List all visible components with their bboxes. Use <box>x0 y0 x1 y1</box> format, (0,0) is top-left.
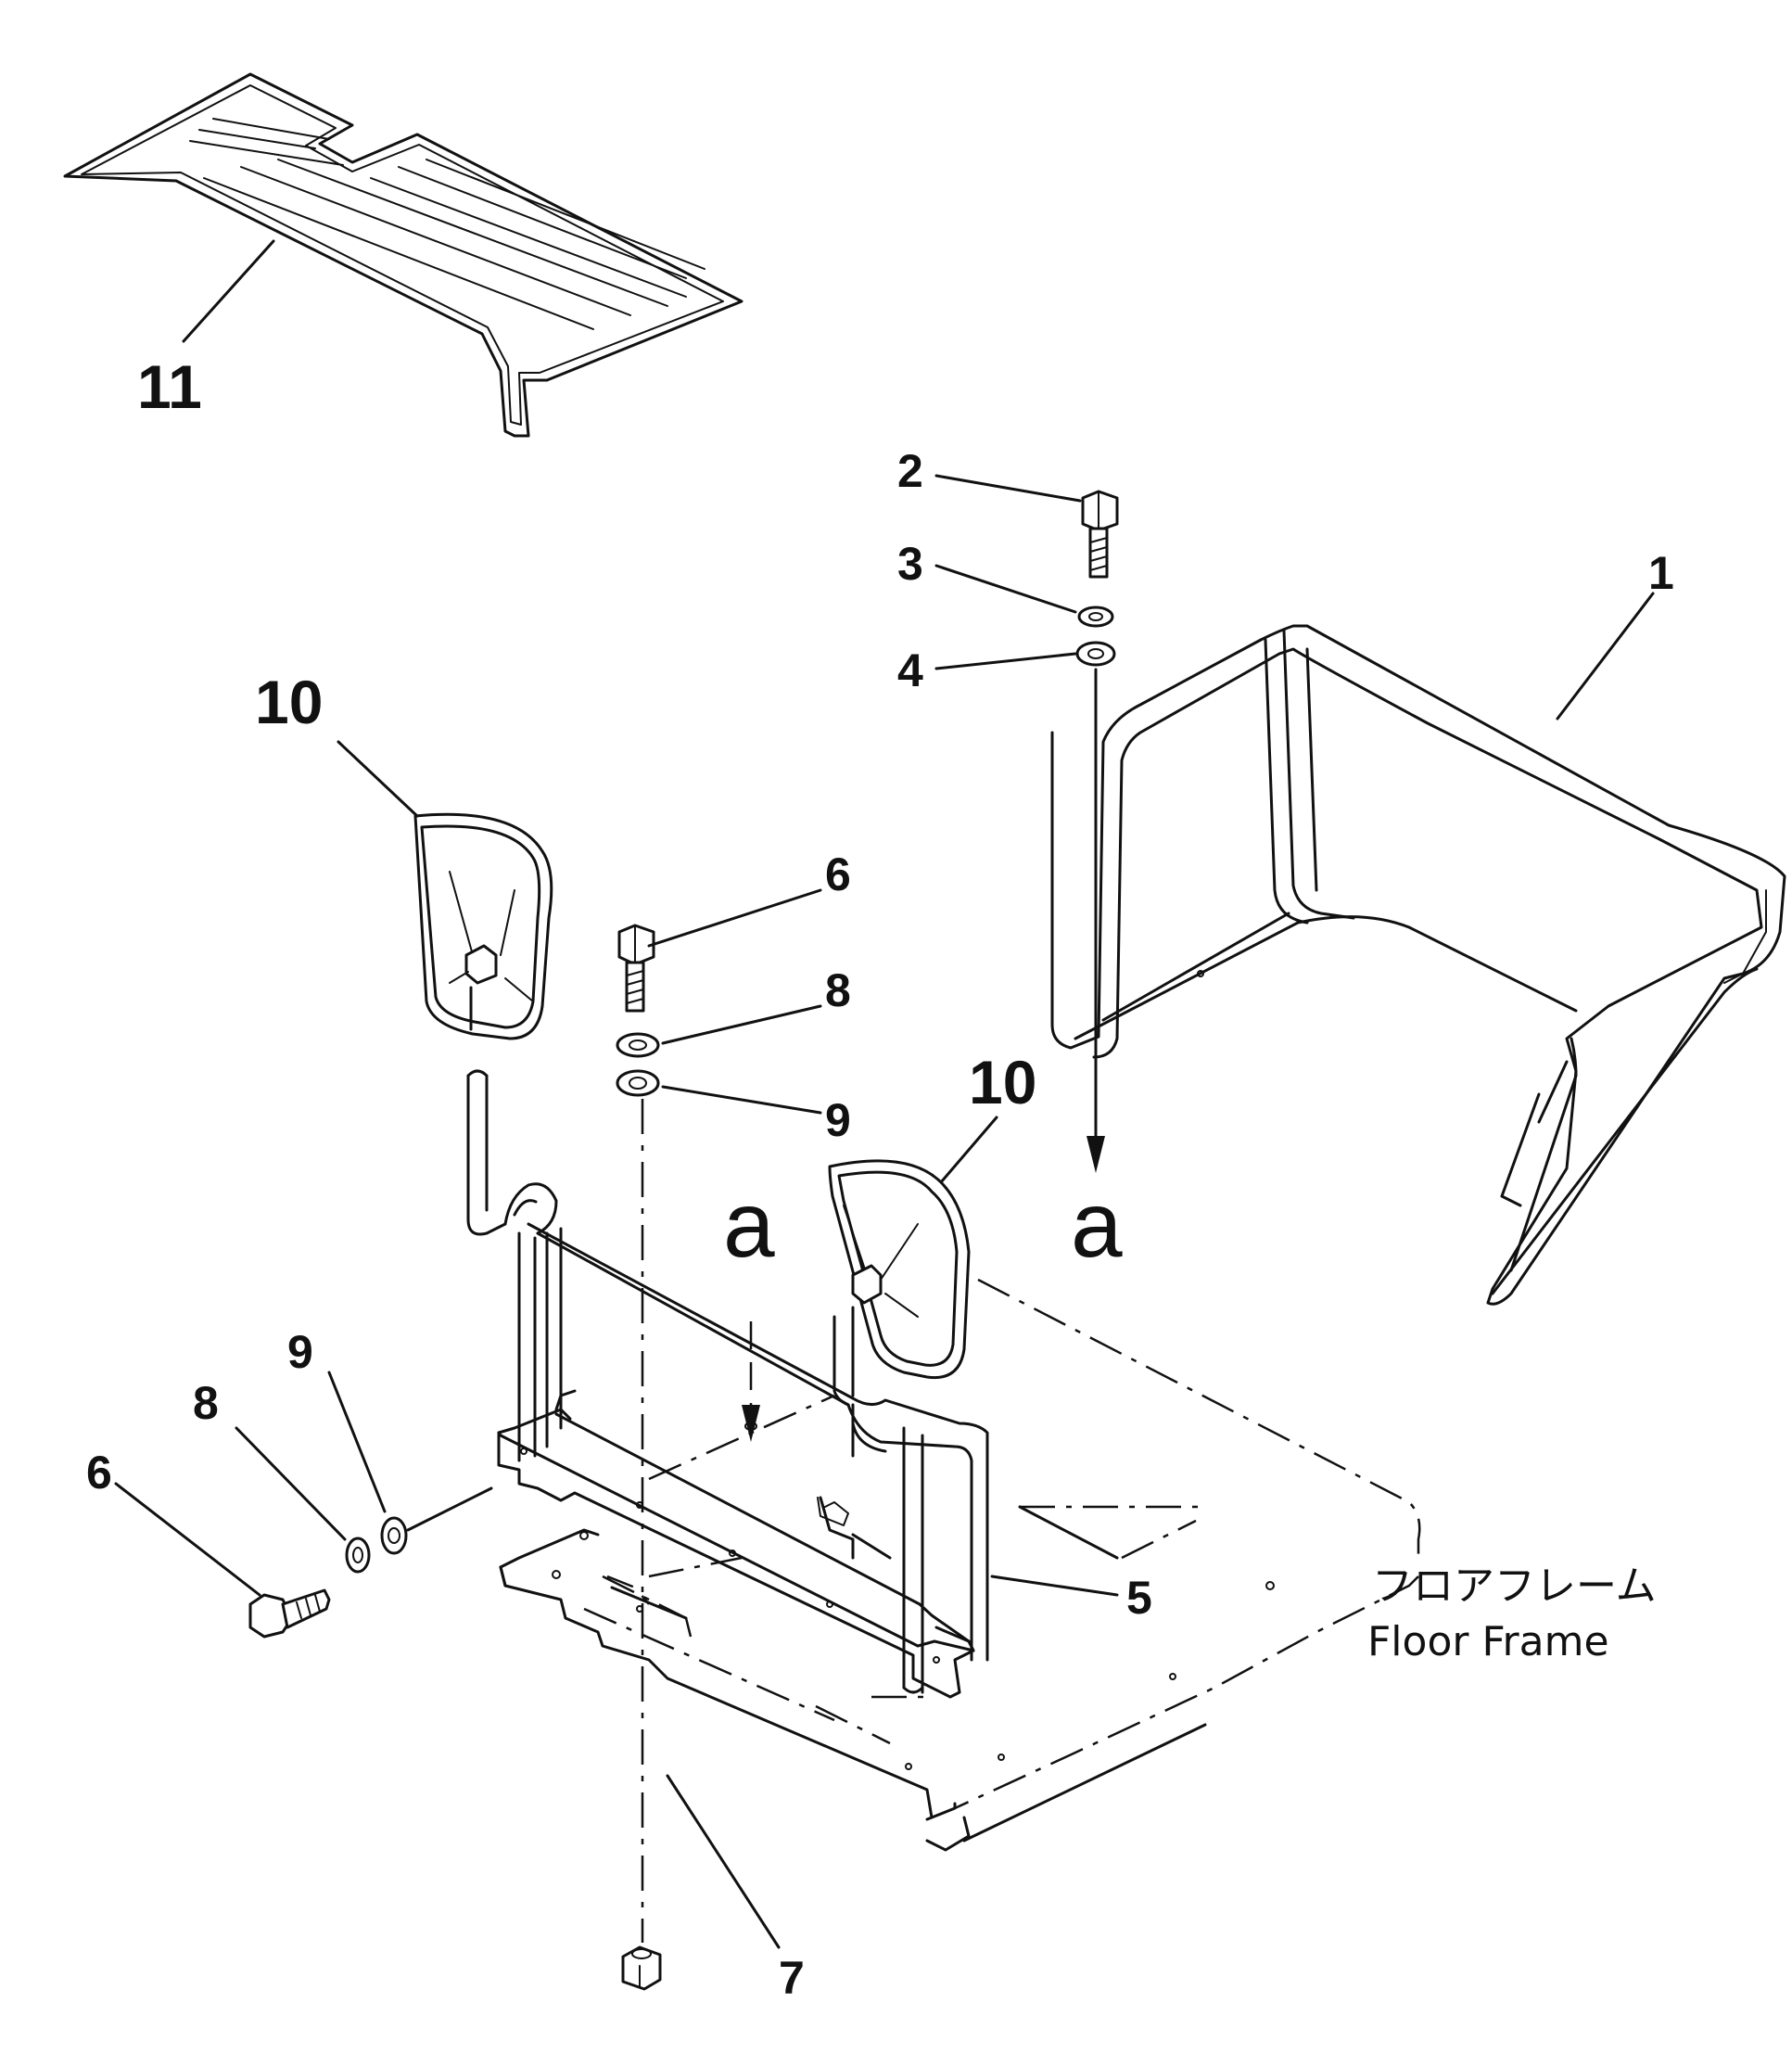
label-8-side: 8 <box>193 1377 219 1429</box>
ref-a-left: a <box>723 1173 775 1277</box>
bolt-center <box>617 924 655 1013</box>
bolt-side <box>248 1588 331 1639</box>
cover-part <box>1050 624 1786 1306</box>
label-6-center: 6 <box>825 848 851 900</box>
floor-mat <box>63 72 743 438</box>
base-plate <box>499 1528 934 1819</box>
label-3: 3 <box>897 538 923 590</box>
label-11: 11 <box>137 352 202 421</box>
bolt-upper <box>1081 490 1119 579</box>
label-8-center: 8 <box>825 964 851 1016</box>
nut <box>621 1945 662 1991</box>
floor-frame-label-jp: フロアフレーム <box>1372 1562 1657 1610</box>
bracket-frame <box>497 1389 975 1699</box>
label-9-side: 9 <box>287 1326 313 1378</box>
washer-upper-2 <box>1075 641 1116 667</box>
mirror-stay <box>466 1069 989 1694</box>
washer-side-2 <box>380 1516 408 1555</box>
mirror-right <box>828 1159 971 1380</box>
label-7: 7 <box>779 1952 805 2004</box>
washer-center-1 <box>616 1032 660 1058</box>
label-5: 5 <box>1126 1572 1152 1624</box>
label-4: 4 <box>897 644 923 696</box>
leader-lines <box>114 239 1655 1949</box>
label-6-side: 6 <box>86 1447 112 1498</box>
arrow-head-right <box>1087 1136 1105 1173</box>
label-10-left: 10 <box>255 668 323 736</box>
washer-upper-1 <box>1077 606 1114 628</box>
label-1: 1 <box>1648 547 1674 599</box>
washer-center-2 <box>616 1069 660 1097</box>
label-10-right: 10 <box>969 1048 1036 1116</box>
label-9-center: 9 <box>825 1094 851 1146</box>
label-2: 2 <box>897 445 923 497</box>
washer-side-1 <box>345 1537 371 1574</box>
assembly-line-side <box>406 1486 493 1532</box>
labels: 11 2 3 4 1 10 6 8 9 10 5 6 8 9 7 a a フロア… <box>86 352 1674 2004</box>
mirror-left <box>413 812 553 1040</box>
floor-frame-label-en: Floor Frame <box>1367 1618 1609 1665</box>
ref-a-right: a <box>1071 1173 1123 1277</box>
